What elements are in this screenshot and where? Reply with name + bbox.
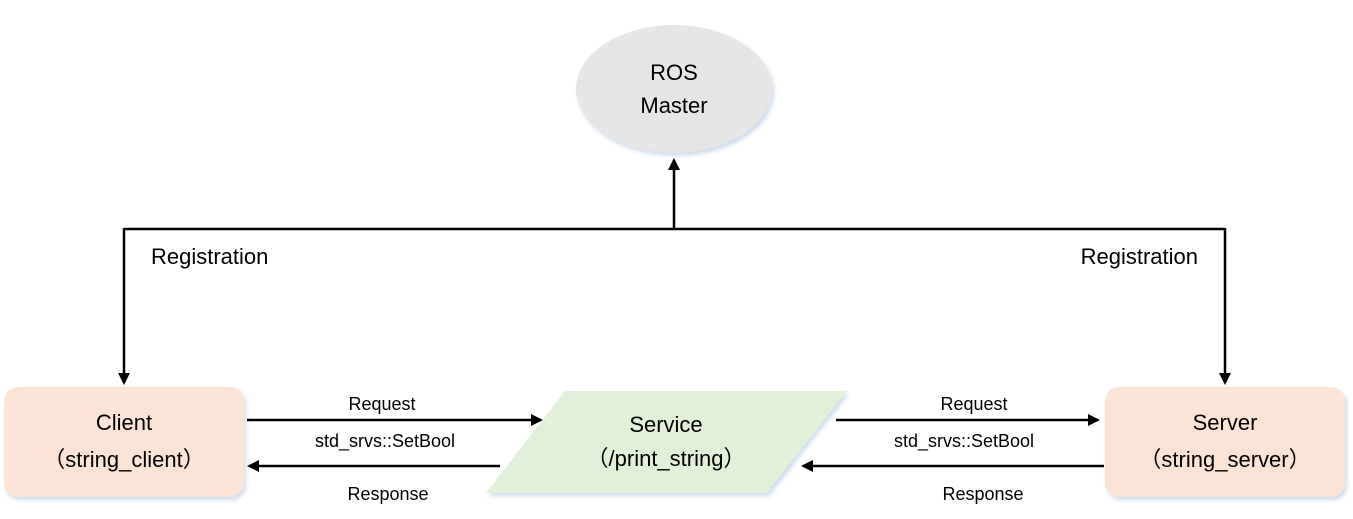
- registration-left-label: Registration: [151, 244, 268, 269]
- client-label-line2: （string_client）: [43, 447, 204, 472]
- client-box: [4, 387, 244, 497]
- left-response-label: Response: [347, 484, 428, 504]
- service-parallelogram: [486, 391, 847, 493]
- registration-connectors: [118, 158, 1231, 385]
- service-label-line1: Service: [629, 412, 702, 437]
- service-label-line2: （/print_string）: [587, 446, 746, 471]
- left-type-label: std_srvs::SetBool: [315, 431, 455, 452]
- server-label-line1: Server: [1193, 410, 1258, 435]
- ros-master-node: ROS Master: [576, 25, 772, 153]
- service-node: Service （/print_string）: [486, 391, 847, 493]
- left-request-label: Request: [348, 394, 415, 414]
- client-label-line1: Client: [96, 410, 152, 435]
- ros-master-ellipse: [576, 25, 772, 153]
- service-server-arrows: [801, 414, 1104, 472]
- server-box: [1105, 387, 1345, 497]
- right-request-label: Request: [940, 394, 1007, 414]
- server-label-line2: （string_server）: [1139, 447, 1310, 472]
- client-service-arrows: [247, 414, 543, 472]
- server-node: Server （string_server）: [1105, 387, 1345, 497]
- right-response-label: Response: [942, 484, 1023, 504]
- ros-master-label-line1: ROS: [650, 60, 698, 85]
- registration-right-label: Registration: [1081, 244, 1198, 269]
- ros-master-label-line2: Master: [640, 93, 707, 118]
- client-node: Client （string_client）: [4, 387, 244, 497]
- right-type-label: std_srvs::SetBool: [894, 431, 1034, 452]
